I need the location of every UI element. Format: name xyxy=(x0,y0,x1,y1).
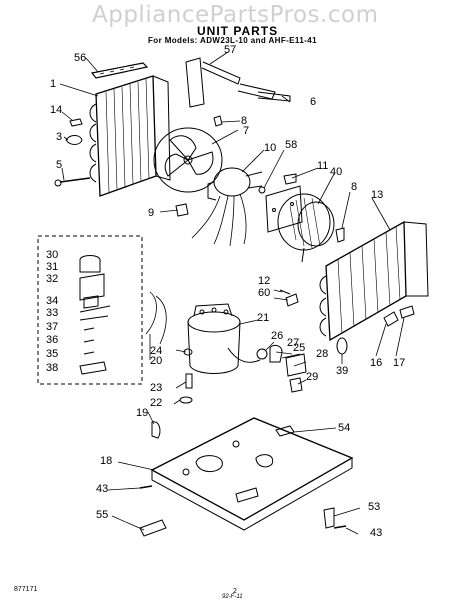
condenser-coil-13 xyxy=(319,220,429,342)
callout-21: 21 xyxy=(257,312,270,324)
callout-17: 17 xyxy=(393,357,406,369)
diagram-subtitle: For Models: ADW23L-10 and AHF-E11-41 xyxy=(148,36,317,45)
callout-35: 35 xyxy=(46,348,59,360)
gasket-39 xyxy=(336,337,348,355)
cover-28 xyxy=(285,353,307,377)
callout-11: 11 xyxy=(317,160,329,172)
fan-motor-10 xyxy=(191,167,263,247)
bracket-57 xyxy=(185,57,291,108)
callout-12: 12 xyxy=(258,275,271,287)
callout-40: 40 xyxy=(330,166,343,178)
callout-18: 18 xyxy=(100,455,113,467)
callout-38: 38 xyxy=(46,362,59,374)
document-number: 877171 xyxy=(14,586,38,593)
callout-36: 36 xyxy=(46,334,59,346)
blower-wheel-40 xyxy=(277,193,335,263)
callout-19: 19 xyxy=(136,407,149,419)
clip-8 xyxy=(213,115,223,127)
callout-53: 53 xyxy=(368,501,381,513)
motor-mount xyxy=(265,185,303,233)
callout-27: 27 xyxy=(287,337,300,349)
callout-60: 60 xyxy=(258,287,271,299)
callout-39: 39 xyxy=(336,365,349,377)
callout-31: 31 xyxy=(46,261,59,273)
callout-9: 9 xyxy=(148,207,155,219)
callout-25: 25 xyxy=(293,342,306,354)
bracket-55 xyxy=(139,519,167,537)
callout-54: 54 xyxy=(338,422,351,434)
fan-blade-7 xyxy=(153,127,223,193)
screw-43-right xyxy=(333,525,347,529)
callout-6: 6 xyxy=(310,96,317,108)
callout-58: 58 xyxy=(285,139,298,151)
callout-37: 37 xyxy=(46,321,59,333)
callout-3: 3 xyxy=(56,131,63,143)
callout-14: 14 xyxy=(50,104,63,116)
bracket-53 xyxy=(323,507,335,529)
callout-43-right: 43 xyxy=(370,527,383,539)
bracket-17 xyxy=(399,305,415,319)
callout-16: 16 xyxy=(370,357,383,369)
callout-56: 56 xyxy=(74,52,87,64)
grommet-23 xyxy=(185,373,193,389)
callout-5: 5 xyxy=(56,159,63,171)
overload-26 xyxy=(256,348,268,360)
callout-7: 7 xyxy=(243,125,250,137)
compressor-21 xyxy=(187,303,261,374)
callout-24: 24 xyxy=(150,345,163,357)
callout-23: 23 xyxy=(150,382,163,394)
screw-43-left xyxy=(139,485,153,489)
callout-32: 32 xyxy=(46,273,59,285)
bracket-60 xyxy=(285,293,299,307)
callout-20: 20 xyxy=(150,355,163,367)
callout-55: 55 xyxy=(96,509,109,521)
revision-date: 92-F-11 xyxy=(222,594,243,600)
clip-3 xyxy=(65,135,83,145)
bracket-9 xyxy=(175,203,189,217)
callout-10: 10 xyxy=(264,142,277,154)
callout-57: 57 xyxy=(224,44,237,56)
cover-29 xyxy=(289,377,303,393)
callout-29: 29 xyxy=(306,371,319,383)
callout-26: 26 xyxy=(271,330,284,342)
leader-lines xyxy=(59,51,405,535)
sensor-5 xyxy=(54,177,91,187)
callout-33: 33 xyxy=(46,307,59,319)
clip-8-right xyxy=(335,227,345,243)
wire-harness-20 xyxy=(145,291,167,345)
evaporator-coil-1 xyxy=(89,75,171,197)
callout-30: 30 xyxy=(46,249,59,261)
callout-22: 22 xyxy=(150,397,163,409)
terminal-27 xyxy=(269,344,283,363)
clip-14 xyxy=(69,118,83,127)
screw-12 xyxy=(279,289,291,295)
callout-8-top: 8 xyxy=(241,115,248,127)
callout-1: 1 xyxy=(50,78,57,90)
bushing-58 xyxy=(258,186,266,194)
callout-34: 34 xyxy=(46,295,59,307)
callout-8-right: 8 xyxy=(351,181,358,193)
clip-19 xyxy=(151,421,161,439)
control-parts-inset xyxy=(37,235,143,385)
bracket-11 xyxy=(283,173,297,185)
foam-strip-56 xyxy=(90,62,149,79)
callout-28: 28 xyxy=(316,348,329,360)
watermark: AppliancePartsPros.com xyxy=(92,2,379,28)
callout-13: 13 xyxy=(371,189,384,201)
grommet-22 xyxy=(179,396,193,404)
callout-43-left: 43 xyxy=(96,483,109,495)
base-pan-18 xyxy=(150,417,354,531)
diagram-title: UNIT PARTS xyxy=(197,24,279,38)
bracket-16 xyxy=(383,311,399,327)
page-number: 2 xyxy=(233,588,237,595)
